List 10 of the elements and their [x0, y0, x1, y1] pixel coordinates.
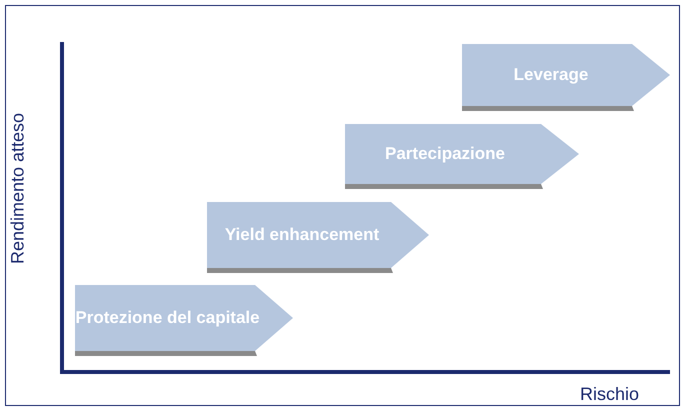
- chevron-shape: [207, 202, 429, 274]
- step-label: Partecipazione: [384, 143, 506, 165]
- chevron-shape: [462, 44, 670, 112]
- step-label: Yield enhancement: [224, 224, 380, 246]
- chevron-shape: [345, 124, 579, 190]
- axis-title: Rischio: [580, 384, 640, 405]
- step-label: Protezione del capitale: [75, 307, 260, 329]
- axis-title: Rendimento atteso: [8, 112, 28, 266]
- step-label: Leverage: [512, 64, 590, 86]
- chevron-shape: [75, 285, 293, 357]
